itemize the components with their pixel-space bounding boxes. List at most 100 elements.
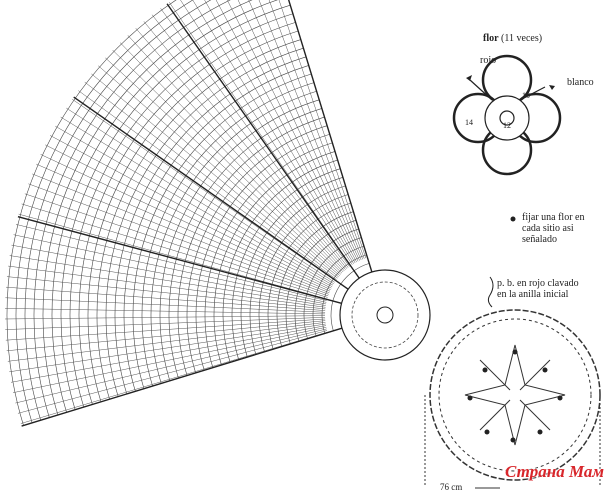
stitch-column xyxy=(7,322,326,362)
stitch-row-arc xyxy=(141,82,315,387)
stitch-column xyxy=(135,28,346,270)
stitch-row-arc xyxy=(276,211,354,347)
stitch-column xyxy=(9,323,326,373)
stitch-row-arc xyxy=(285,220,357,345)
stitch-row-arc xyxy=(150,90,317,384)
stitch-column xyxy=(11,244,327,305)
stitch-row-arc xyxy=(6,0,177,426)
stitch-column xyxy=(18,213,328,300)
legend-sc-line: p. b. en rojo clavado xyxy=(497,278,579,289)
stitch-row-arc xyxy=(204,142,333,368)
stitch-column xyxy=(72,99,336,282)
stitch-column xyxy=(248,0,362,261)
wedge-divider xyxy=(73,96,349,290)
stitch-column xyxy=(5,297,326,313)
stitch-column xyxy=(5,315,326,320)
stitch-row-arc xyxy=(240,177,343,358)
stitch-column xyxy=(8,265,326,308)
stitch-row-arc xyxy=(51,0,279,413)
stitch-column xyxy=(127,35,345,272)
stitch-column xyxy=(9,255,326,306)
label-red: rojo xyxy=(480,55,497,66)
stitch-column xyxy=(160,8,350,267)
stitch-row-arc xyxy=(330,263,370,331)
round-10-label: 10 xyxy=(522,91,530,100)
stitch-row-arc xyxy=(267,202,351,350)
stitch-column xyxy=(78,90,337,280)
stitch-column xyxy=(5,308,326,315)
stitch-column xyxy=(215,0,357,263)
stitch-column xyxy=(49,135,333,287)
stitch-column xyxy=(119,42,344,273)
stitch-row-arc xyxy=(258,194,349,352)
stitch-column xyxy=(268,0,365,259)
stitch-row-arc xyxy=(105,47,304,397)
watermark-logo: Страна Мам xyxy=(505,462,605,481)
stitch-column xyxy=(204,0,356,264)
label-white: blanco xyxy=(567,77,594,88)
stitch-column xyxy=(24,193,329,297)
stitch-row-arc xyxy=(123,65,309,392)
stitch-column xyxy=(5,317,326,330)
center-ring-inner xyxy=(351,281,419,349)
stitch-column xyxy=(21,203,328,298)
legend-dot-line: cada sitio asi xyxy=(522,223,574,234)
stitch-column xyxy=(28,183,329,295)
legend-dot-line: fijar una flor en xyxy=(522,212,585,223)
stitch-row-arc xyxy=(15,0,194,423)
stitch-column xyxy=(91,73,339,278)
stitch-column xyxy=(237,0,360,261)
legend-dot-line: señalado xyxy=(522,234,557,245)
stitch-column xyxy=(66,107,335,283)
stitch-column xyxy=(6,286,326,311)
stitch-column xyxy=(40,154,331,290)
wedge-divider xyxy=(17,215,342,305)
legend-dot-text: fijar una flor en cada sitio asi señalad… xyxy=(522,212,584,245)
round-12-label: 12 xyxy=(503,121,511,130)
stitch-column xyxy=(6,276,326,310)
stitch-row-arc xyxy=(213,151,336,366)
stitch-column xyxy=(60,116,334,284)
wedge-divider xyxy=(166,3,360,279)
stitch-column xyxy=(5,318,326,341)
stitch-row-arc xyxy=(24,0,212,421)
flower-title-bold: flor xyxy=(483,33,499,44)
stitch-row-arc xyxy=(33,0,232,418)
stitch-column xyxy=(12,327,327,393)
stitch-row-arc xyxy=(42,0,253,416)
stitch-column xyxy=(98,65,340,276)
stitch-column xyxy=(17,330,328,414)
stitch-column xyxy=(258,0,363,260)
center-ring xyxy=(339,269,431,361)
stitch-column xyxy=(15,224,327,301)
stitch-row-arc xyxy=(159,99,320,381)
stitch-column xyxy=(112,49,343,274)
stitch-row-arc xyxy=(249,185,346,355)
legend-sc-text: p. b. en rojo clavado en la anilla inici… xyxy=(497,278,579,300)
stitch-column xyxy=(105,57,342,275)
stitch-column xyxy=(151,14,349,268)
stitch-column xyxy=(84,81,338,279)
stitch-column xyxy=(32,173,330,293)
starting-ring xyxy=(376,306,394,324)
stitch-column xyxy=(226,0,359,262)
stitch-column xyxy=(55,125,334,286)
stitch-column xyxy=(278,0,367,259)
stitch-row-arc xyxy=(114,56,307,395)
stitch-column xyxy=(169,2,352,266)
flower-title: flor (11 veces) xyxy=(483,33,542,44)
stitch-row-arc xyxy=(96,39,301,400)
stitch-row-arc xyxy=(195,133,330,371)
wedge-divider xyxy=(21,327,343,427)
legend-sc-line: en la anilla inicial xyxy=(497,289,569,300)
flower-title-count: (11 veces) xyxy=(501,33,543,44)
stitch-row-arc xyxy=(222,159,338,363)
stitch-column xyxy=(143,21,348,269)
wedge-divider xyxy=(287,0,373,273)
stitch-column xyxy=(36,163,331,292)
stitch-column xyxy=(192,0,354,264)
